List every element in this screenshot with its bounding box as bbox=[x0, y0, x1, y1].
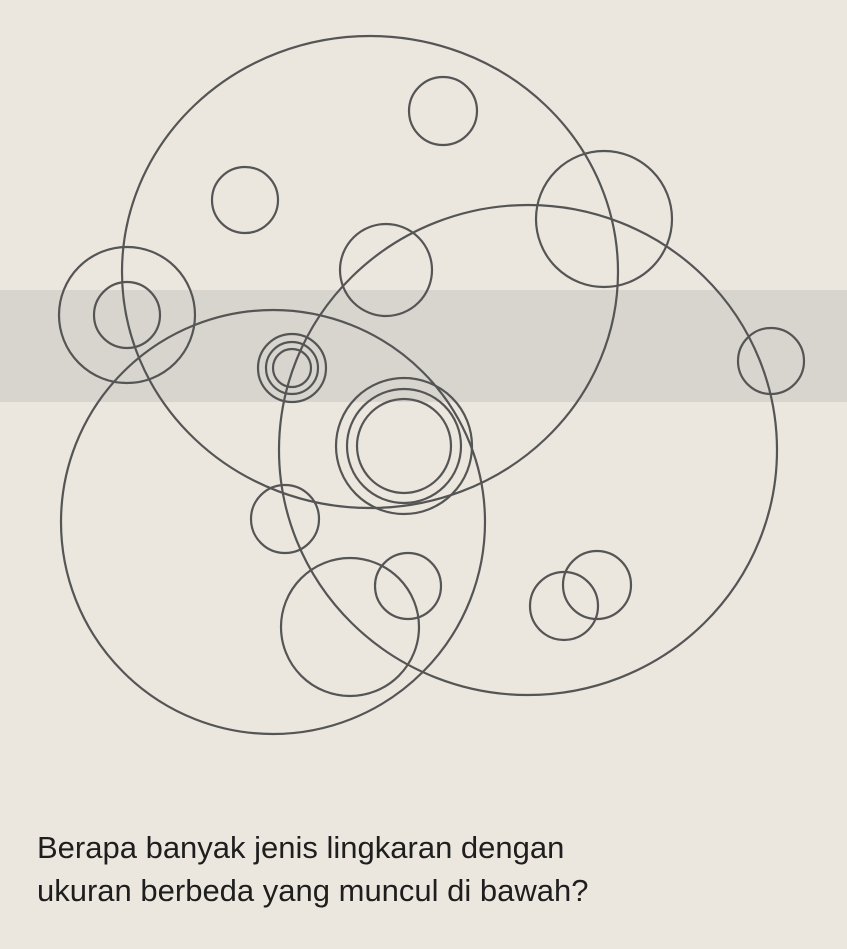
small-circle-upper-left bbox=[210, 165, 280, 235]
large-circle-right bbox=[277, 203, 779, 697]
small-circle-right-edge bbox=[736, 326, 806, 396]
medium-circle-left bbox=[57, 245, 197, 385]
large-circle-left bbox=[59, 308, 487, 736]
center-circle-inner bbox=[355, 397, 453, 495]
center-circle-middle bbox=[345, 387, 463, 505]
small-circle-bottom-mid bbox=[373, 551, 443, 621]
question-text: Berapa banyak jenis lingkaran dengan uku… bbox=[37, 826, 827, 912]
center-circle-outer bbox=[334, 376, 474, 516]
small-circle-concentric-inner bbox=[271, 347, 313, 389]
small-circle-concentric-mid bbox=[264, 340, 320, 396]
small-circle-lower-left bbox=[249, 483, 321, 555]
small-circle-pair-left bbox=[528, 570, 600, 642]
medium-circle-top-right bbox=[534, 149, 674, 289]
small-circle-concentric-outer bbox=[256, 332, 328, 404]
large-circle-top bbox=[120, 34, 620, 510]
circle-puzzle-figure bbox=[57, 34, 806, 736]
small-circle-pair-right bbox=[561, 549, 633, 621]
small-circle-mid bbox=[338, 222, 434, 318]
small-circle-top bbox=[407, 75, 479, 147]
question-line-2: ukuran berbeda yang muncul di bawah? bbox=[37, 873, 589, 908]
medium-circle-bottom bbox=[279, 556, 421, 698]
small-circle-left-inner bbox=[92, 280, 162, 350]
question-line-1: Berapa banyak jenis lingkaran dengan bbox=[37, 830, 565, 865]
